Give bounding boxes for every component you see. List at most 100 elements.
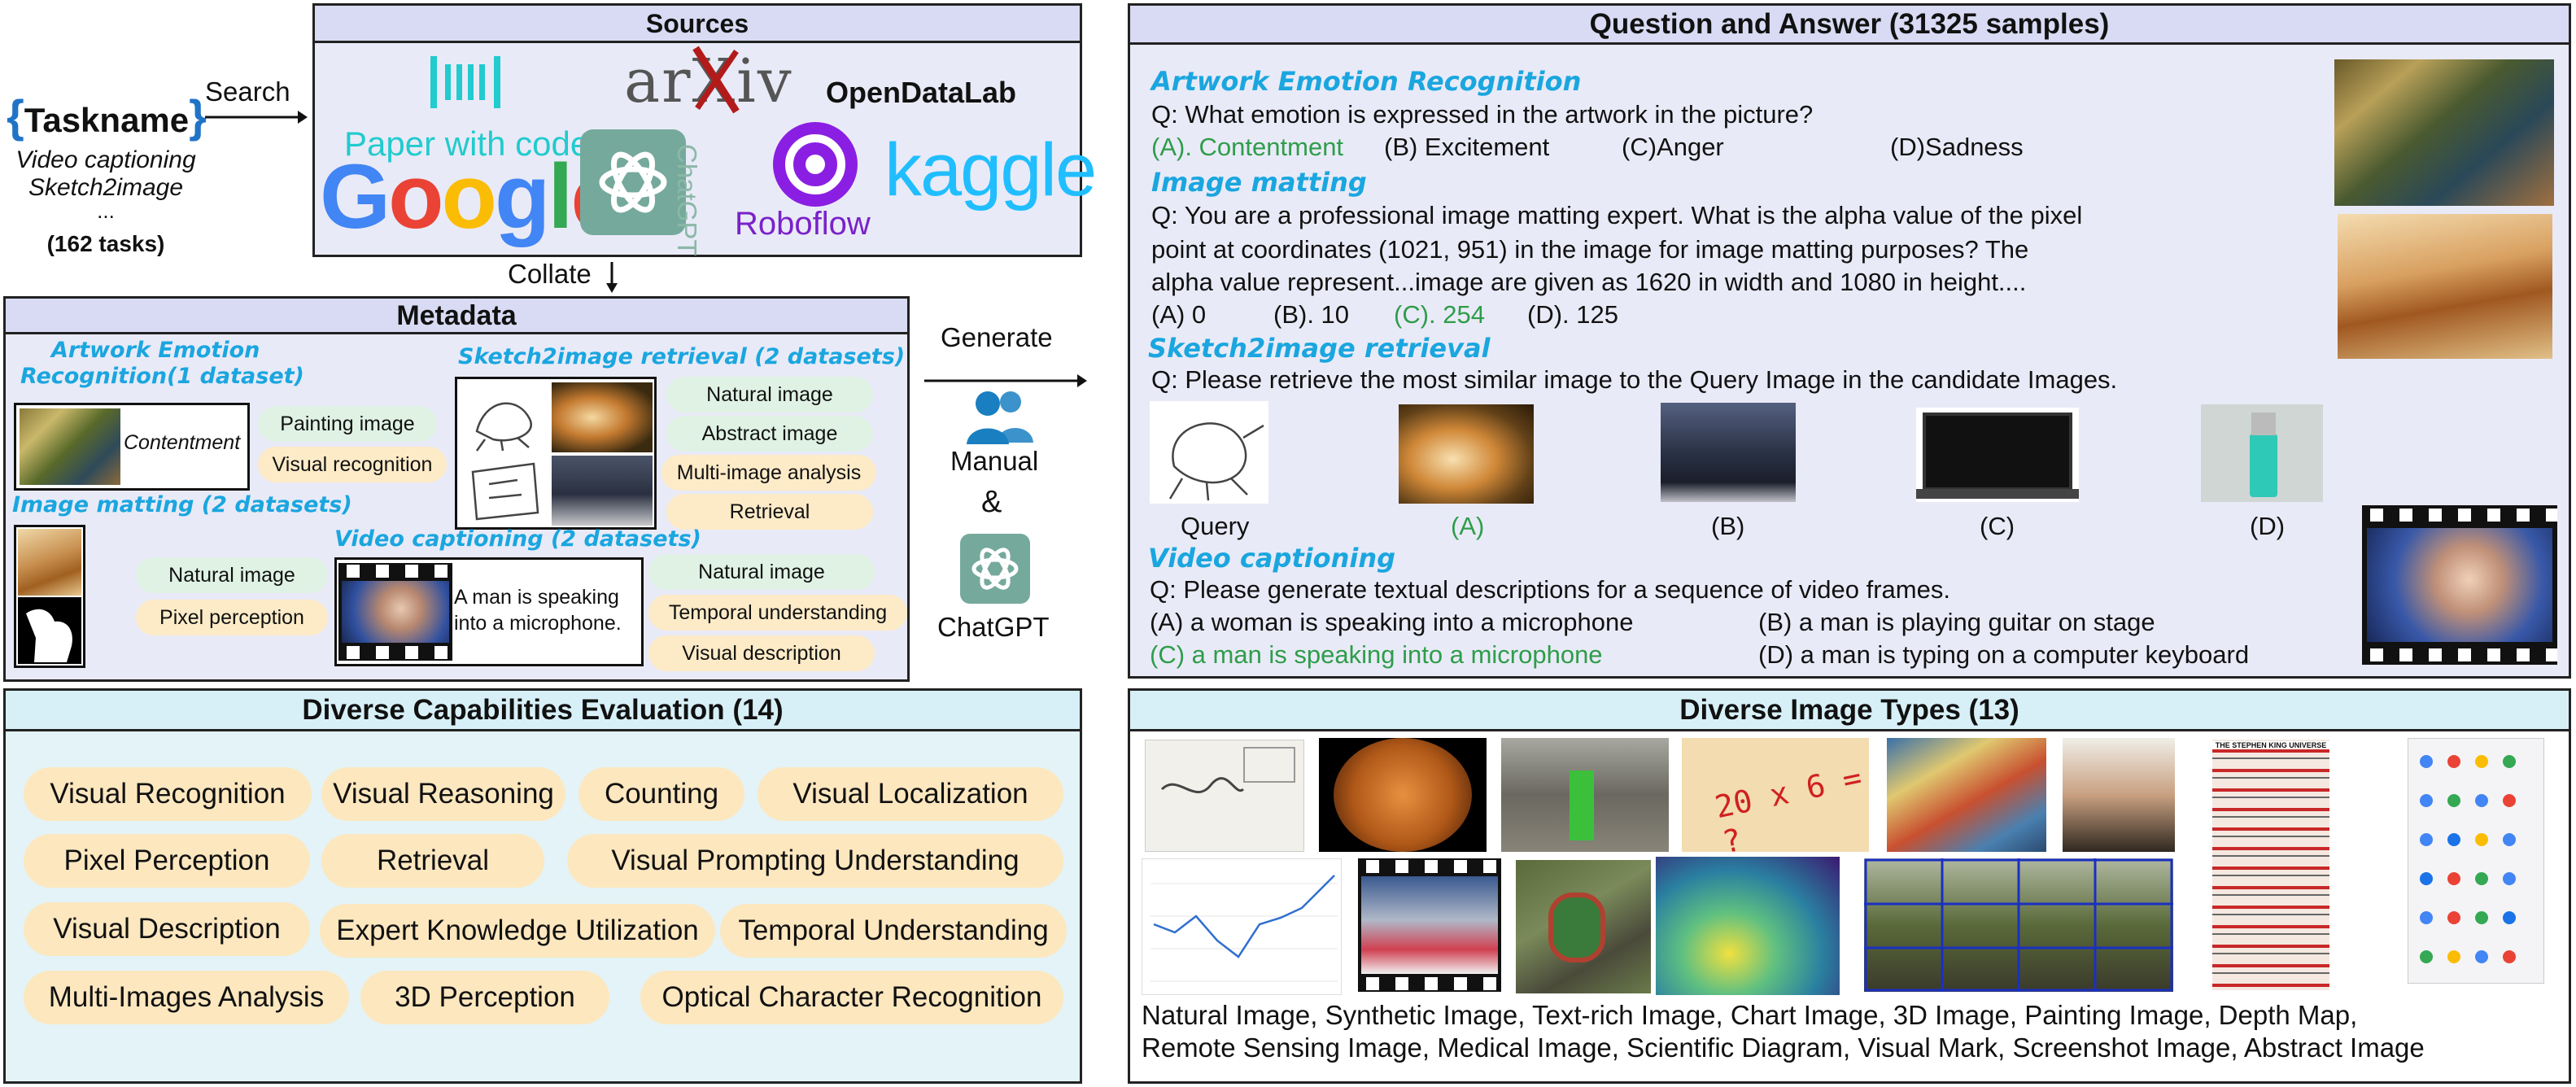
qa-sketch-heading: Sketch2image retrieval bbox=[1148, 333, 1491, 364]
chatgpt-small-logo bbox=[960, 534, 1030, 604]
search-arrow-icon bbox=[205, 111, 308, 124]
opendatalab-logo: OpenDataLab bbox=[826, 76, 1016, 110]
qa-panel: Question and Answer (31325 samples) Artw… bbox=[1128, 3, 2571, 679]
type-street-thumbnail bbox=[1501, 738, 1669, 852]
roboflow-text: Roboflow bbox=[735, 206, 871, 242]
qa-video-option-c: (C) a man is speaking into a microphone bbox=[1150, 640, 1603, 669]
manual-label: Manual bbox=[950, 446, 1039, 476]
qa-option-d-lighter bbox=[2201, 404, 2323, 502]
qa-matting-option-d: (D). 125 bbox=[1527, 300, 1618, 329]
cap-expert-knowledge: Expert Knowledge Utilization bbox=[320, 904, 715, 958]
capabilities-panel: Diverse Capabilities Evaluation (14) Vis… bbox=[3, 688, 1082, 1084]
qa-video-option-d: (D) a man is typing on a computer keyboa… bbox=[1758, 640, 2250, 669]
metadata-artwork-heading-1: Artwork Emotion bbox=[51, 338, 260, 363]
chatgpt-logo bbox=[580, 129, 686, 235]
app-icons-grid bbox=[2420, 755, 2516, 963]
tag-video-natural-image: Natural image bbox=[648, 554, 875, 590]
type-painting-thumbnail bbox=[1887, 738, 2046, 852]
tag-multi-image-analysis: Multi-image analysis bbox=[661, 455, 876, 491]
taskname-label: Taskname bbox=[24, 101, 190, 139]
tag-temporal-understanding: Temporal understanding bbox=[648, 595, 907, 631]
qa-speaker-thumbnail bbox=[2367, 528, 2552, 642]
generate-label: Generate bbox=[941, 322, 1053, 352]
paperswithcode-icon bbox=[430, 56, 500, 108]
cap-visual-description: Visual Description bbox=[24, 902, 310, 956]
qa-option-b-bags bbox=[1661, 403, 1796, 502]
camel-thumbnail bbox=[18, 529, 81, 596]
qa-video-heading: Video captioning bbox=[1148, 543, 1396, 574]
paperswithcode-text: Paper with code bbox=[344, 124, 590, 163]
kaggle-text: kaggle bbox=[884, 129, 1097, 212]
chatgpt-label: ChatGPT bbox=[937, 612, 1050, 642]
qa-matting-option-b: (B). 10 bbox=[1273, 300, 1350, 329]
cap-pixel-perception: Pixel Perception bbox=[24, 834, 310, 888]
opendatalab-text: OpenDataLab bbox=[826, 76, 1017, 109]
qa-artwork-option-a: (A). Contentment bbox=[1151, 133, 1344, 161]
image-types-line-2: Remote Sensing Image, Medical Image, Sci… bbox=[1142, 1032, 2425, 1063]
cap-temporal-understanding: Temporal Understanding bbox=[720, 904, 1067, 958]
cap-visual-reasoning: Visual Reasoning bbox=[321, 767, 565, 821]
qa-video-film-strip bbox=[2362, 505, 2557, 665]
generate-arrow-icon bbox=[924, 374, 1087, 387]
metadata-sketch-heading: Sketch2image retrieval (2 datasets) bbox=[458, 344, 906, 369]
tag-painting-image: Painting image bbox=[258, 406, 437, 442]
type-retina-thumbnail bbox=[1319, 738, 1487, 852]
tag-matting-natural-image: Natural image bbox=[136, 557, 328, 593]
type-depth-thumbnail bbox=[1656, 857, 1840, 995]
qa-video-option-a: (A) a woman is speaking into a microphon… bbox=[1150, 608, 1634, 636]
cap-multi-images: Multi-Images Analysis bbox=[24, 971, 349, 1024]
cap-visual-recognition: Visual Recognition bbox=[24, 767, 312, 821]
metadata-matting-heading: Image matting (2 datasets) bbox=[12, 492, 352, 517]
math-text: 20 x 6 = ? bbox=[1711, 759, 1866, 852]
cap-visual-prompting: Visual Prompting Understanding bbox=[567, 834, 1063, 888]
qa-label-b: (B) bbox=[1711, 512, 1745, 540]
tag-visual-recognition: Visual recognition bbox=[258, 447, 447, 482]
metadata-video-heading: Video captioning (2 datasets) bbox=[334, 526, 701, 552]
brace-open: { bbox=[7, 90, 24, 142]
cap-counting: Counting bbox=[579, 767, 744, 821]
cap-retrieval: Retrieval bbox=[321, 834, 544, 888]
qa-video-option-b: (B) a man is playing guitar on stage bbox=[1758, 608, 2155, 636]
qa-artwork-option-b: (B) Excitement bbox=[1384, 133, 1550, 161]
qa-matting-option-c: (C). 254 bbox=[1394, 300, 1485, 329]
image-types-panel: Diverse Image Types (13) 20 x 6 = ? THE … bbox=[1128, 688, 2571, 1084]
metadata-artwork-card: Contentment bbox=[14, 403, 250, 491]
qa-camel-thumbnail bbox=[2338, 214, 2552, 359]
qa-video-question: Q: Please generate textual descriptions … bbox=[1150, 575, 1950, 604]
taskname-example-1: Video captioning bbox=[15, 146, 196, 173]
qa-matting-heading: Image matting bbox=[1151, 167, 1367, 198]
qa-sketch-question: Q: Please retrieve the most similar imag… bbox=[1151, 365, 2118, 394]
metadata-video-caption-1: A man is speaking bbox=[454, 586, 619, 609]
tag-retrieval: Retrieval bbox=[666, 494, 873, 530]
search-label: Search bbox=[205, 76, 290, 107]
qa-label-a: (A) bbox=[1451, 512, 1485, 540]
arxiv-logo: arXiv bbox=[624, 46, 793, 116]
collate-arrow-icon bbox=[606, 262, 618, 293]
type-poster-thumbnail: THE STEPHEN KING UNIVERSE bbox=[2212, 740, 2329, 990]
type-chart-thumbnail bbox=[1142, 858, 1342, 995]
qa-option-c-laptop bbox=[1916, 408, 2079, 502]
qa-matting-option-a: (A) 0 bbox=[1151, 300, 1207, 329]
image-types-title: Diverse Image Types (13) bbox=[1130, 691, 2569, 731]
people-icon bbox=[967, 391, 1033, 444]
tag-visual-description: Visual description bbox=[648, 635, 875, 671]
crab-thumbnail bbox=[552, 382, 653, 452]
alpha-matte-thumbnail bbox=[18, 597, 81, 664]
cap-visual-localization: Visual Localization bbox=[758, 767, 1063, 821]
collate-label: Collate bbox=[508, 259, 592, 289]
brace-close: } bbox=[189, 90, 207, 142]
metadata-sketch-card bbox=[455, 377, 657, 530]
qa-option-a-crab bbox=[1399, 404, 1534, 504]
metadata-title: Metadata bbox=[6, 299, 907, 334]
metadata-panel: Metadata Artwork Emotion Recognition(1 d… bbox=[3, 296, 910, 682]
type-anime-thumbnail bbox=[2063, 738, 2175, 852]
roboflow-icon bbox=[773, 122, 858, 207]
grid-overlay bbox=[1864, 858, 2173, 992]
qa-painting-thumbnail bbox=[2334, 59, 2554, 206]
video-film-strip bbox=[338, 563, 452, 661]
chatgpt-vertical-text: ChatGPT bbox=[672, 144, 702, 256]
arxiv-x-icon bbox=[692, 46, 740, 114]
qa-title: Question and Answer (31325 samples) bbox=[1130, 6, 2569, 45]
google-logo: Google bbox=[320, 146, 622, 247]
tag-natural-image: Natural image bbox=[666, 377, 873, 413]
